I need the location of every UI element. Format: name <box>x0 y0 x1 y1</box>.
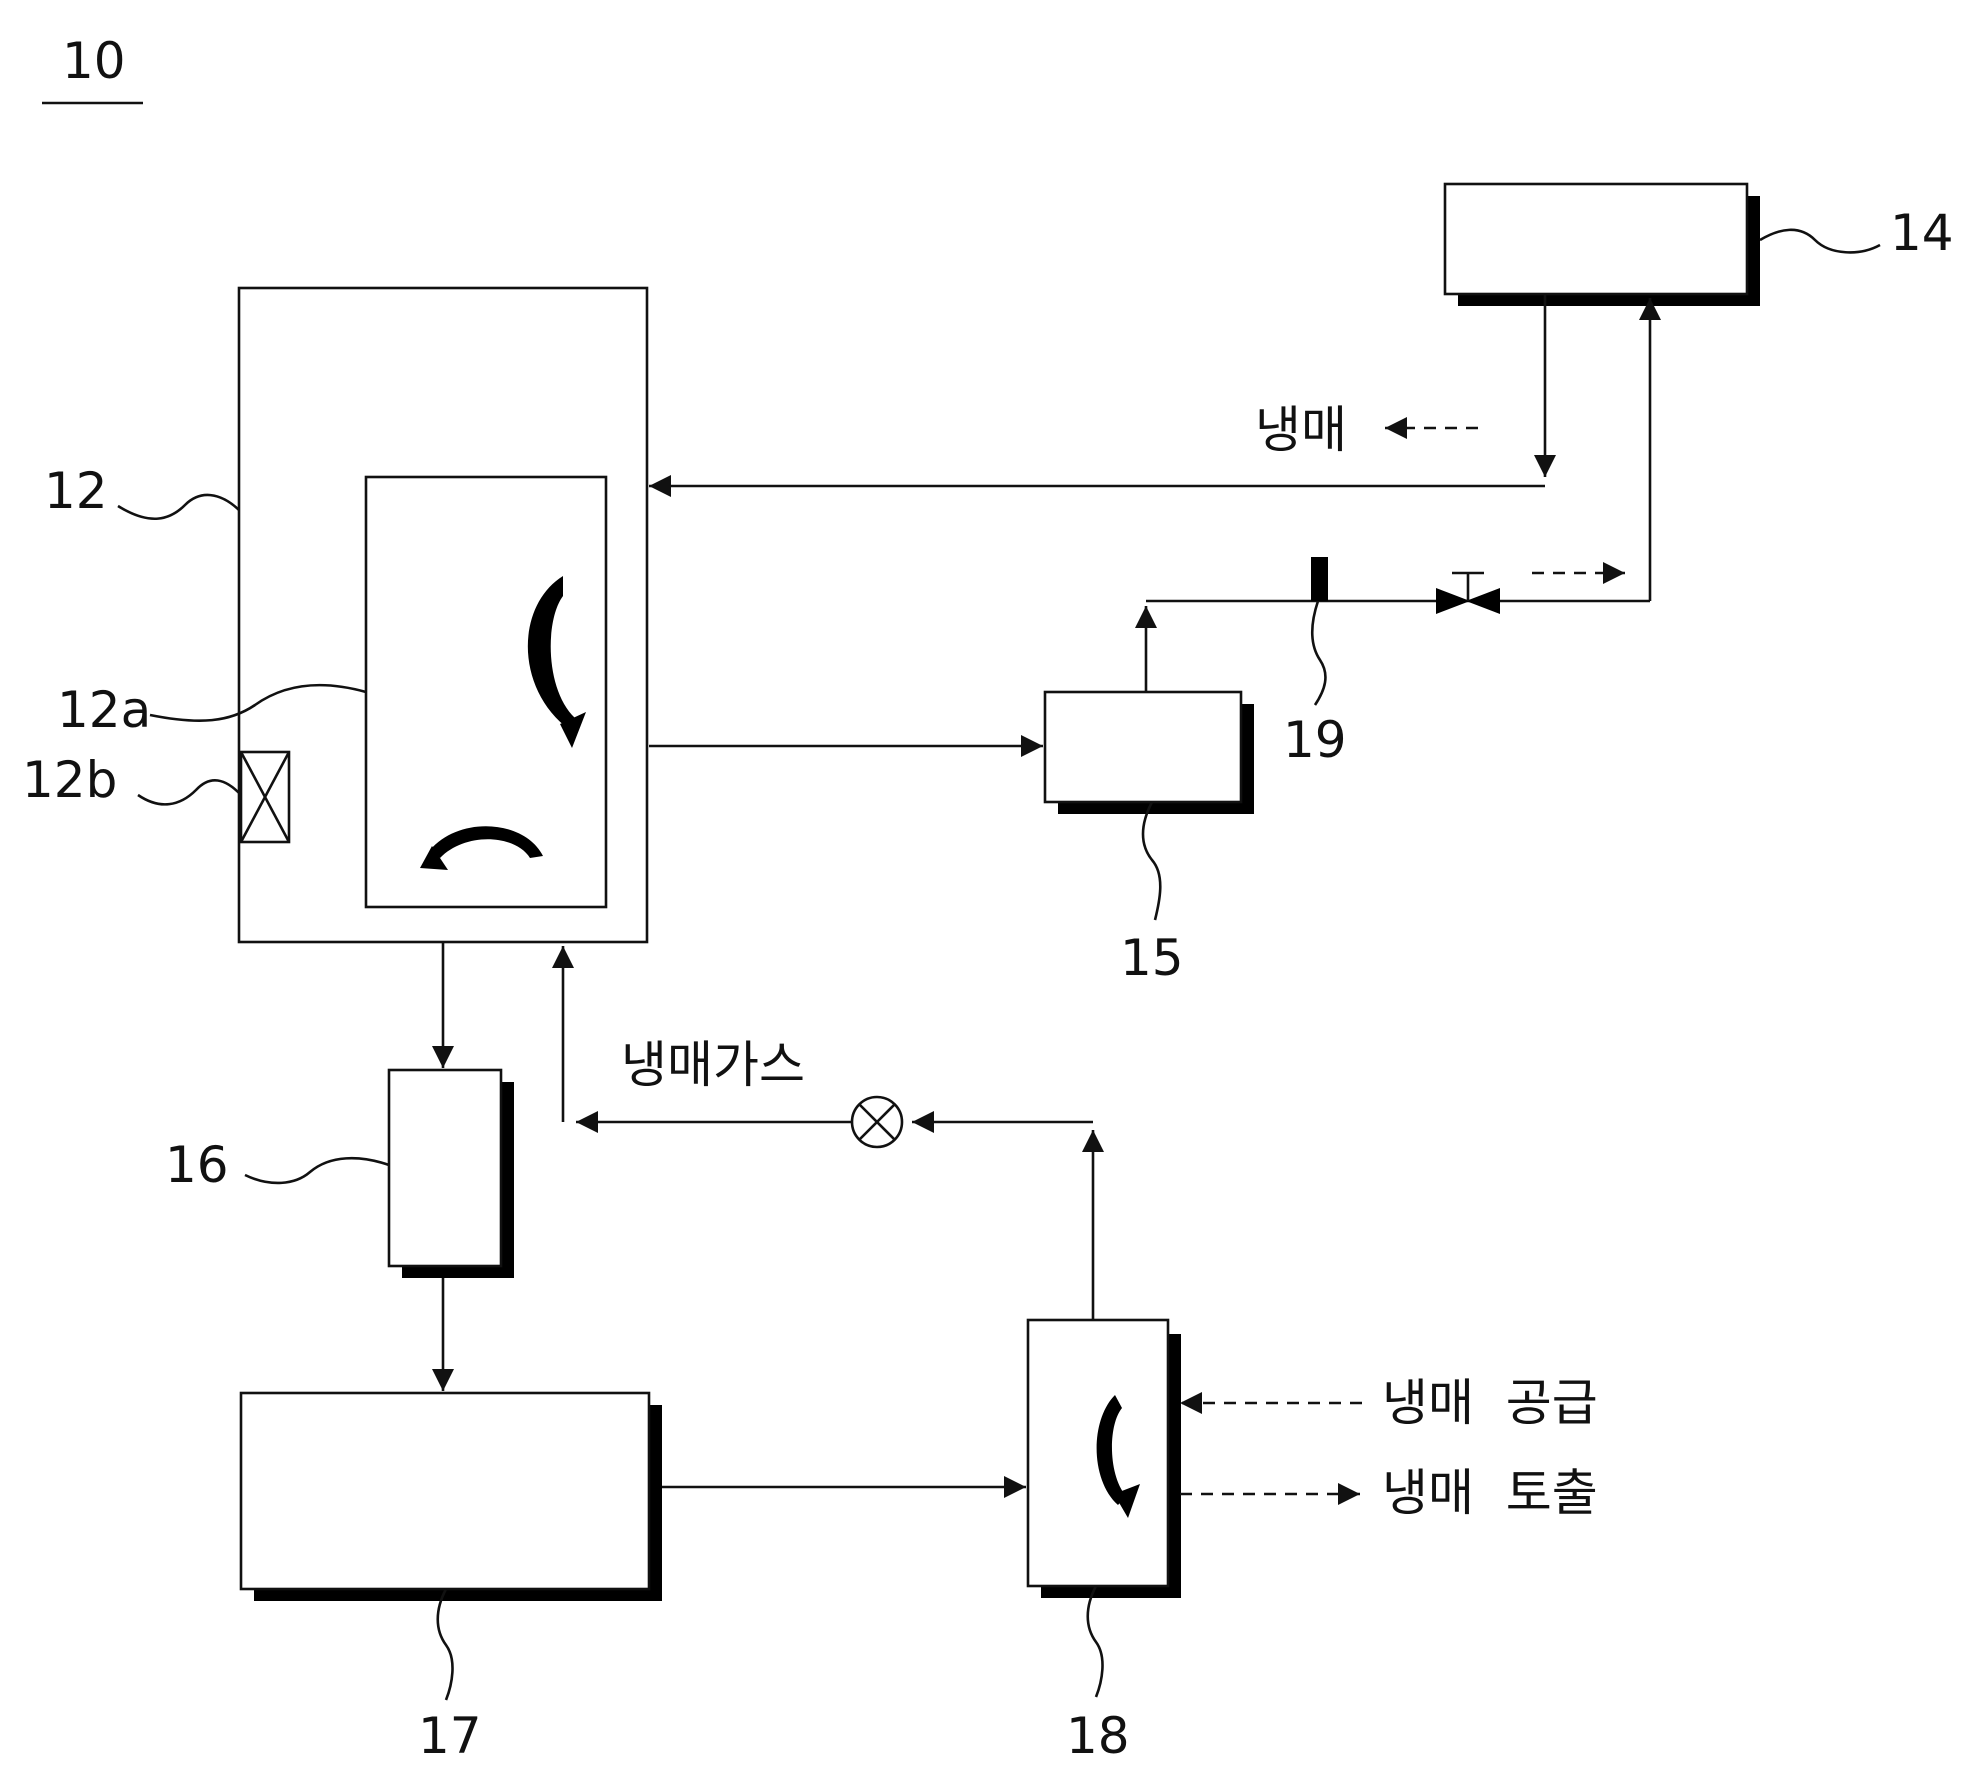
component-12b <box>241 752 289 842</box>
leader-17 <box>438 1589 453 1700</box>
valve-icon <box>1436 573 1500 614</box>
label-15: 15 <box>1120 929 1184 987</box>
label-16: 16 <box>165 1136 229 1194</box>
sensor-19 <box>1311 557 1328 601</box>
flow-label-refrigerant-gas: 냉매가스 <box>621 1036 805 1094</box>
label-12b: 12b <box>22 751 117 809</box>
unit-16 <box>389 1070 501 1266</box>
leader-19 <box>1312 601 1325 705</box>
inner-vessel-12a <box>366 477 606 907</box>
unit-17 <box>241 1393 649 1589</box>
label-14: 14 <box>1890 204 1954 262</box>
leader-12 <box>118 495 239 519</box>
leader-18 <box>1088 1586 1103 1697</box>
leader-15 <box>1143 802 1160 920</box>
figure-number: 10 <box>62 32 126 90</box>
unit-14 <box>1445 184 1747 294</box>
leader-12b <box>138 780 241 804</box>
label-12: 12 <box>44 462 108 520</box>
flow-label-refrigerant-supply: 냉매 공급 <box>1382 1374 1598 1432</box>
label-19: 19 <box>1283 711 1347 769</box>
label-18: 18 <box>1066 1707 1130 1765</box>
leader-14 <box>1760 230 1880 253</box>
label-17: 17 <box>418 1707 482 1765</box>
crossed-valve-icon <box>852 1097 902 1147</box>
flow-label-refrigerant-return: 냉매 <box>1255 401 1347 459</box>
flow-label-refrigerant-discharge: 냉매 토출 <box>1382 1464 1598 1522</box>
label-12a: 12a <box>57 681 151 739</box>
leader-16 <box>245 1158 389 1183</box>
unit-15 <box>1045 692 1241 802</box>
